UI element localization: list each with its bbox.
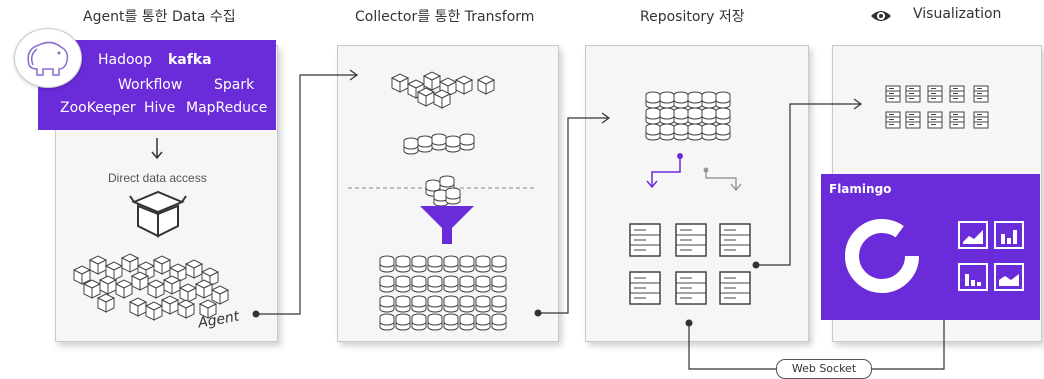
web-socket-label: Web Socket [776,359,872,379]
direct-access-label: Direct data access [108,171,207,185]
chart-widget-area-icon [958,221,988,249]
open-box-icon [129,190,187,238]
connector-agent-to-collector [252,69,359,318]
tool-workflow: Workflow [118,77,183,93]
connector-repository-to-visualization [752,98,863,269]
tool-hadoop: Hadoop [98,52,153,68]
repository-split-arrows [646,153,742,191]
title-visualization: Visualization [913,6,1002,22]
repository-servers [629,223,751,305]
tool-hive: Hive [144,100,176,116]
hadoop-elephant-icon [14,28,82,88]
collector-db-grid [379,255,507,331]
funnel-icon [420,175,474,244]
visualization-servers [885,85,989,129]
tool-kafka: kafka [168,52,212,68]
agent-data-cubes [73,253,229,321]
collector-db-group [403,133,475,155]
collector-raw-cubes [391,71,495,109]
connector-collector-to-repository [534,112,611,317]
donut-chart-icon [845,219,919,293]
title-repository: Repository 저장 [640,9,745,25]
arrow-down-direct [151,138,163,160]
tool-spark: Spark [214,77,255,93]
tool-zookeeper: ZooKeeper [60,100,136,116]
chart-widget-area2-icon [994,263,1024,291]
title-agent: Agent를 통한 Data 수집 [83,9,236,25]
chart-widget-bar-icon [994,221,1024,249]
title-collector: Collector를 통한 Transform [355,9,535,25]
flamingo-dashboard: Flamingo [821,174,1040,320]
repository-db-group [645,91,731,141]
tool-mapreduce: MapReduce [186,100,268,116]
flamingo-widgets [845,219,1024,293]
flamingo-label: Flamingo [829,182,892,196]
chart-widget-bar2-icon [958,263,988,291]
eye-icon [871,11,891,21]
